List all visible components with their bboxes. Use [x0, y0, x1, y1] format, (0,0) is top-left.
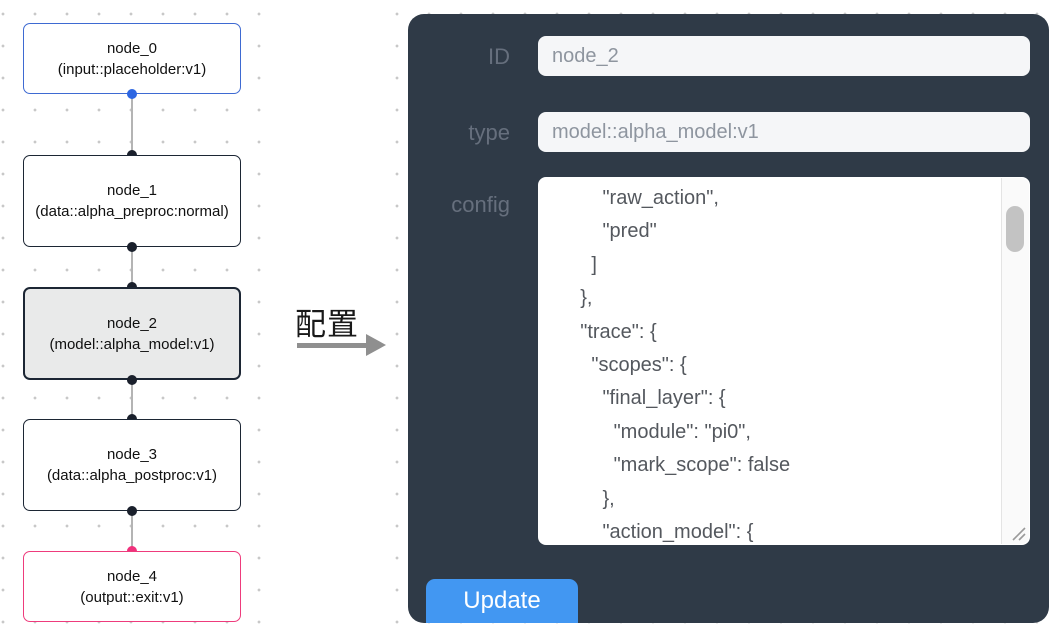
- node-title: node_0: [106, 39, 158, 57]
- output-port-node_0[interactable]: [127, 89, 137, 99]
- node-subtitle: (output::exit:v1): [80, 588, 184, 606]
- edge-node2-node3: [131, 380, 133, 419]
- update-button[interactable]: Update: [426, 579, 578, 623]
- node-title: node_2: [106, 314, 158, 332]
- config-scrollbar-thumb[interactable]: [1006, 206, 1024, 252]
- transition-arrow-head-icon: [366, 334, 386, 356]
- transition-arrow: [297, 343, 368, 348]
- output-port-node_1[interactable]: [127, 242, 137, 252]
- flow-node-node_1[interactable]: node_1 (data::alpha_preproc:normal): [23, 155, 241, 247]
- config-editor[interactable]: "raw_action", "pred" ] }, "trace": { "sc…: [538, 177, 1030, 545]
- node-subtitle: (input::placeholder:v1): [57, 60, 207, 78]
- edge-node1-node2: [131, 247, 133, 287]
- edge-node0-node1: [131, 94, 133, 156]
- edge-node3-node4: [131, 511, 133, 551]
- config-scrollbar[interactable]: [1001, 178, 1029, 544]
- pipeline-canvas: node_0 (input::placeholder:v1) node_1 (d…: [0, 0, 262, 643]
- flow-node-node_3[interactable]: node_3 (data::alpha_postproc:v1): [23, 419, 241, 511]
- node-subtitle: (model::alpha_model:v1): [49, 335, 215, 353]
- config-json-text[interactable]: "raw_action", "pred" ] }, "trace": { "sc…: [580, 187, 791, 544]
- config-field-label: config: [451, 192, 510, 217]
- output-port-node_2[interactable]: [127, 375, 137, 385]
- node-title: node_4: [106, 567, 158, 585]
- resize-handle-icon[interactable]: [1009, 524, 1027, 542]
- type-input[interactable]: [538, 112, 1030, 152]
- flow-node-node_0[interactable]: node_0 (input::placeholder:v1): [23, 23, 241, 94]
- node-title: node_3: [106, 446, 158, 463]
- output-port-node_3[interactable]: [127, 506, 137, 516]
- node-inspector-panel: ID type config "raw_action", "pred" ] },…: [408, 14, 1049, 623]
- transition-label: 配置: [295, 307, 359, 342]
- id-field-label: ID: [488, 44, 510, 69]
- node-title: node_1: [106, 182, 158, 199]
- flow-node-node_2-selected[interactable]: node_2 (model::alpha_model:v1): [23, 287, 241, 380]
- inspector-canvas: ID type config "raw_action", "pred" ] },…: [388, 0, 1062, 624]
- node-subtitle: (data::alpha_preproc:normal): [35, 203, 229, 220]
- flow-node-node_4[interactable]: node_4 (output::exit:v1): [23, 551, 241, 622]
- id-input[interactable]: [538, 36, 1030, 76]
- type-field-label: type: [468, 120, 510, 145]
- node-subtitle: (data::alpha_postproc:v1): [46, 467, 218, 484]
